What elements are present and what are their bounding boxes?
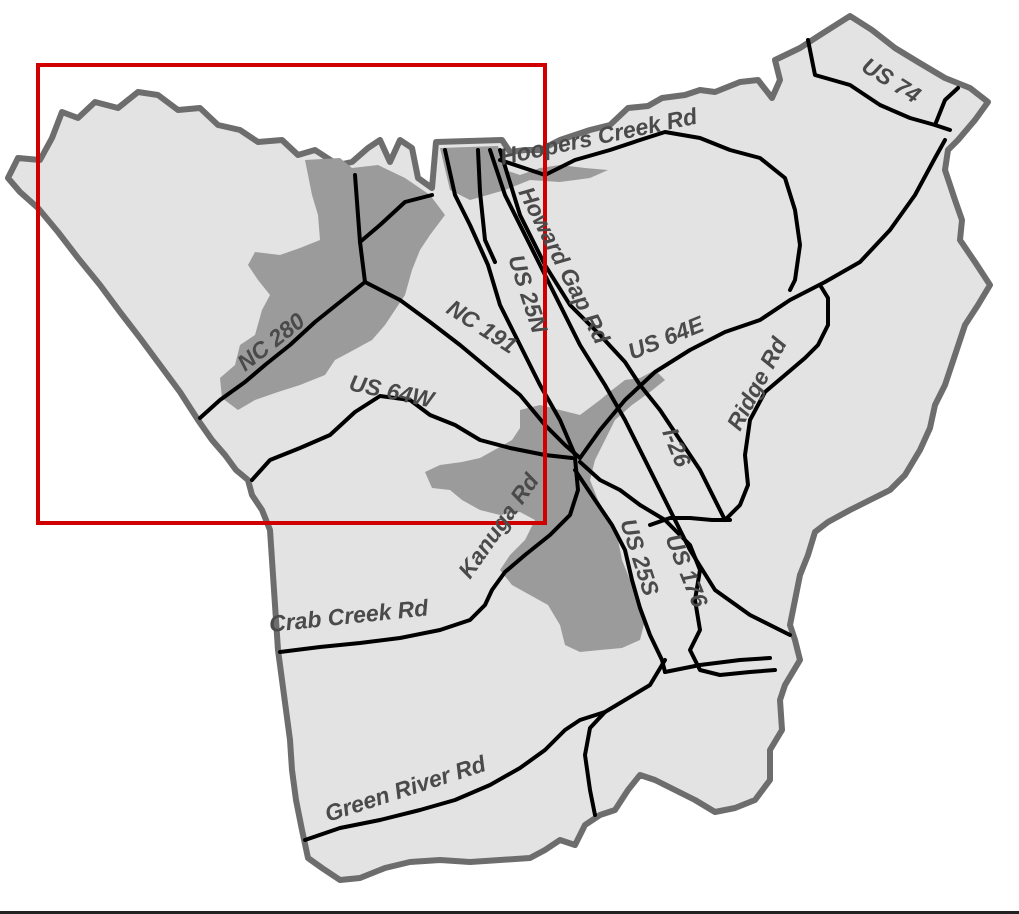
road-kanuga — [278, 456, 580, 654]
road-nc280 — [198, 280, 367, 420]
road-i26 — [488, 148, 792, 637]
road-east-spur — [663, 656, 772, 674]
bottom-border — [0, 911, 1019, 914]
road-us25n — [443, 148, 577, 457]
urban-area-northeast — [440, 146, 608, 200]
inset-highlight-box — [36, 63, 547, 525]
road-network — [198, 38, 960, 842]
road-hoopers-creek — [498, 130, 802, 292]
road-us64w — [250, 394, 574, 482]
road-us25s — [573, 468, 667, 674]
road-north-branch — [358, 193, 434, 244]
urban-area-north — [220, 158, 445, 410]
road-green-river — [303, 710, 607, 842]
road-us74-spur — [933, 86, 960, 127]
road-us64e — [578, 138, 947, 460]
road-howard-gap — [498, 148, 727, 522]
road-nc191 — [363, 280, 582, 460]
road-west-us25n — [476, 148, 497, 264]
road-ridge — [723, 283, 830, 522]
road-us176 — [578, 460, 777, 677]
road-southeast — [583, 658, 667, 817]
road-us176-loop — [648, 516, 732, 527]
